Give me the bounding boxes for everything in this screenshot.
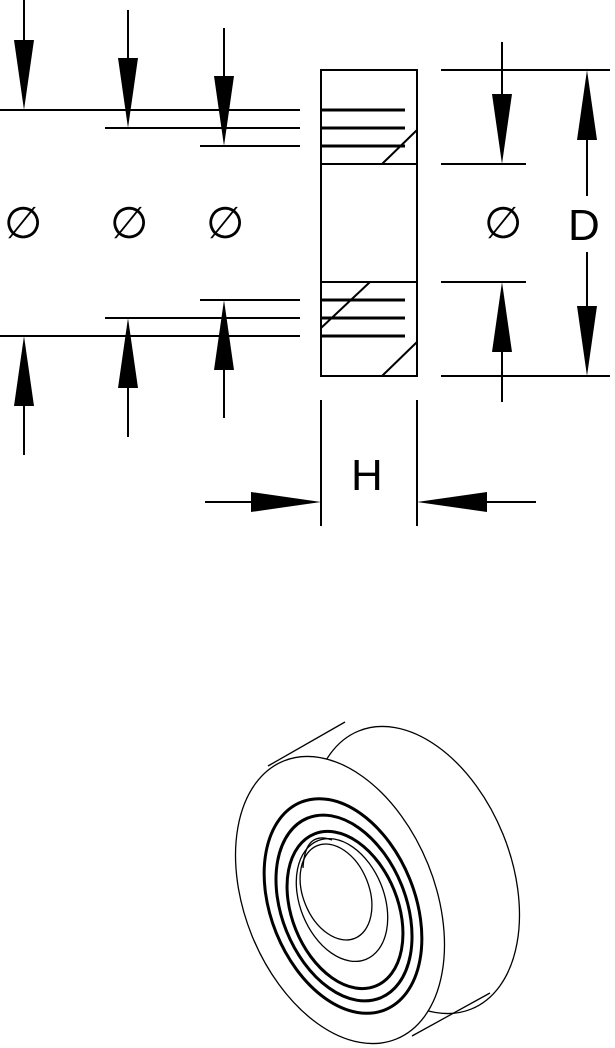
bore-depth-edge: [302, 837, 333, 869]
diameter-symbol-3: ∅: [206, 198, 244, 249]
diameter-symbol-inner: ∅: [484, 198, 522, 249]
diameter-symbol-1: ∅: [4, 198, 42, 249]
hatch-upper: [381, 129, 418, 165]
shield-ring-3: [285, 829, 405, 991]
outer-ring-front: [234, 755, 446, 1045]
inner-arrow-down: [492, 94, 512, 164]
outer-arrow-down: [577, 306, 597, 376]
height-dimension: H: [205, 400, 536, 526]
shield-ring-2: [274, 813, 414, 1003]
arrow-down-2: [118, 58, 138, 128]
hatch-lower-1: [320, 281, 371, 329]
shield-ring-1: [262, 797, 424, 1015]
height-arrow-right: [251, 492, 321, 512]
rim-bottom-edge: [411, 992, 491, 1037]
bearing-isometric-view: [234, 721, 521, 1045]
arrow-up-3: [214, 300, 234, 370]
arrow-up-1: [14, 336, 34, 406]
bearing-section-view: [320, 69, 418, 377]
arrow-down-3: [214, 76, 234, 146]
arrow-down-1: [14, 40, 34, 110]
inner-arrow-up: [492, 282, 512, 352]
left-diameter-dimensions: ∅ ∅ ∅: [0, 0, 300, 455]
diameter-symbol-2: ∅: [110, 198, 148, 249]
right-dimensions: ∅ D: [441, 42, 610, 402]
arrow-up-2: [118, 318, 138, 388]
rim-top-edge: [267, 721, 346, 767]
outer-diameter-label: D: [568, 201, 600, 250]
hatch-lower-2: [381, 341, 418, 377]
bore-inner: [299, 843, 373, 941]
outer-arrow-up: [577, 70, 597, 140]
height-label: H: [351, 451, 383, 500]
height-arrow-left: [417, 492, 487, 512]
inner-ring-outer: [295, 837, 389, 963]
section-outline: [320, 69, 418, 377]
